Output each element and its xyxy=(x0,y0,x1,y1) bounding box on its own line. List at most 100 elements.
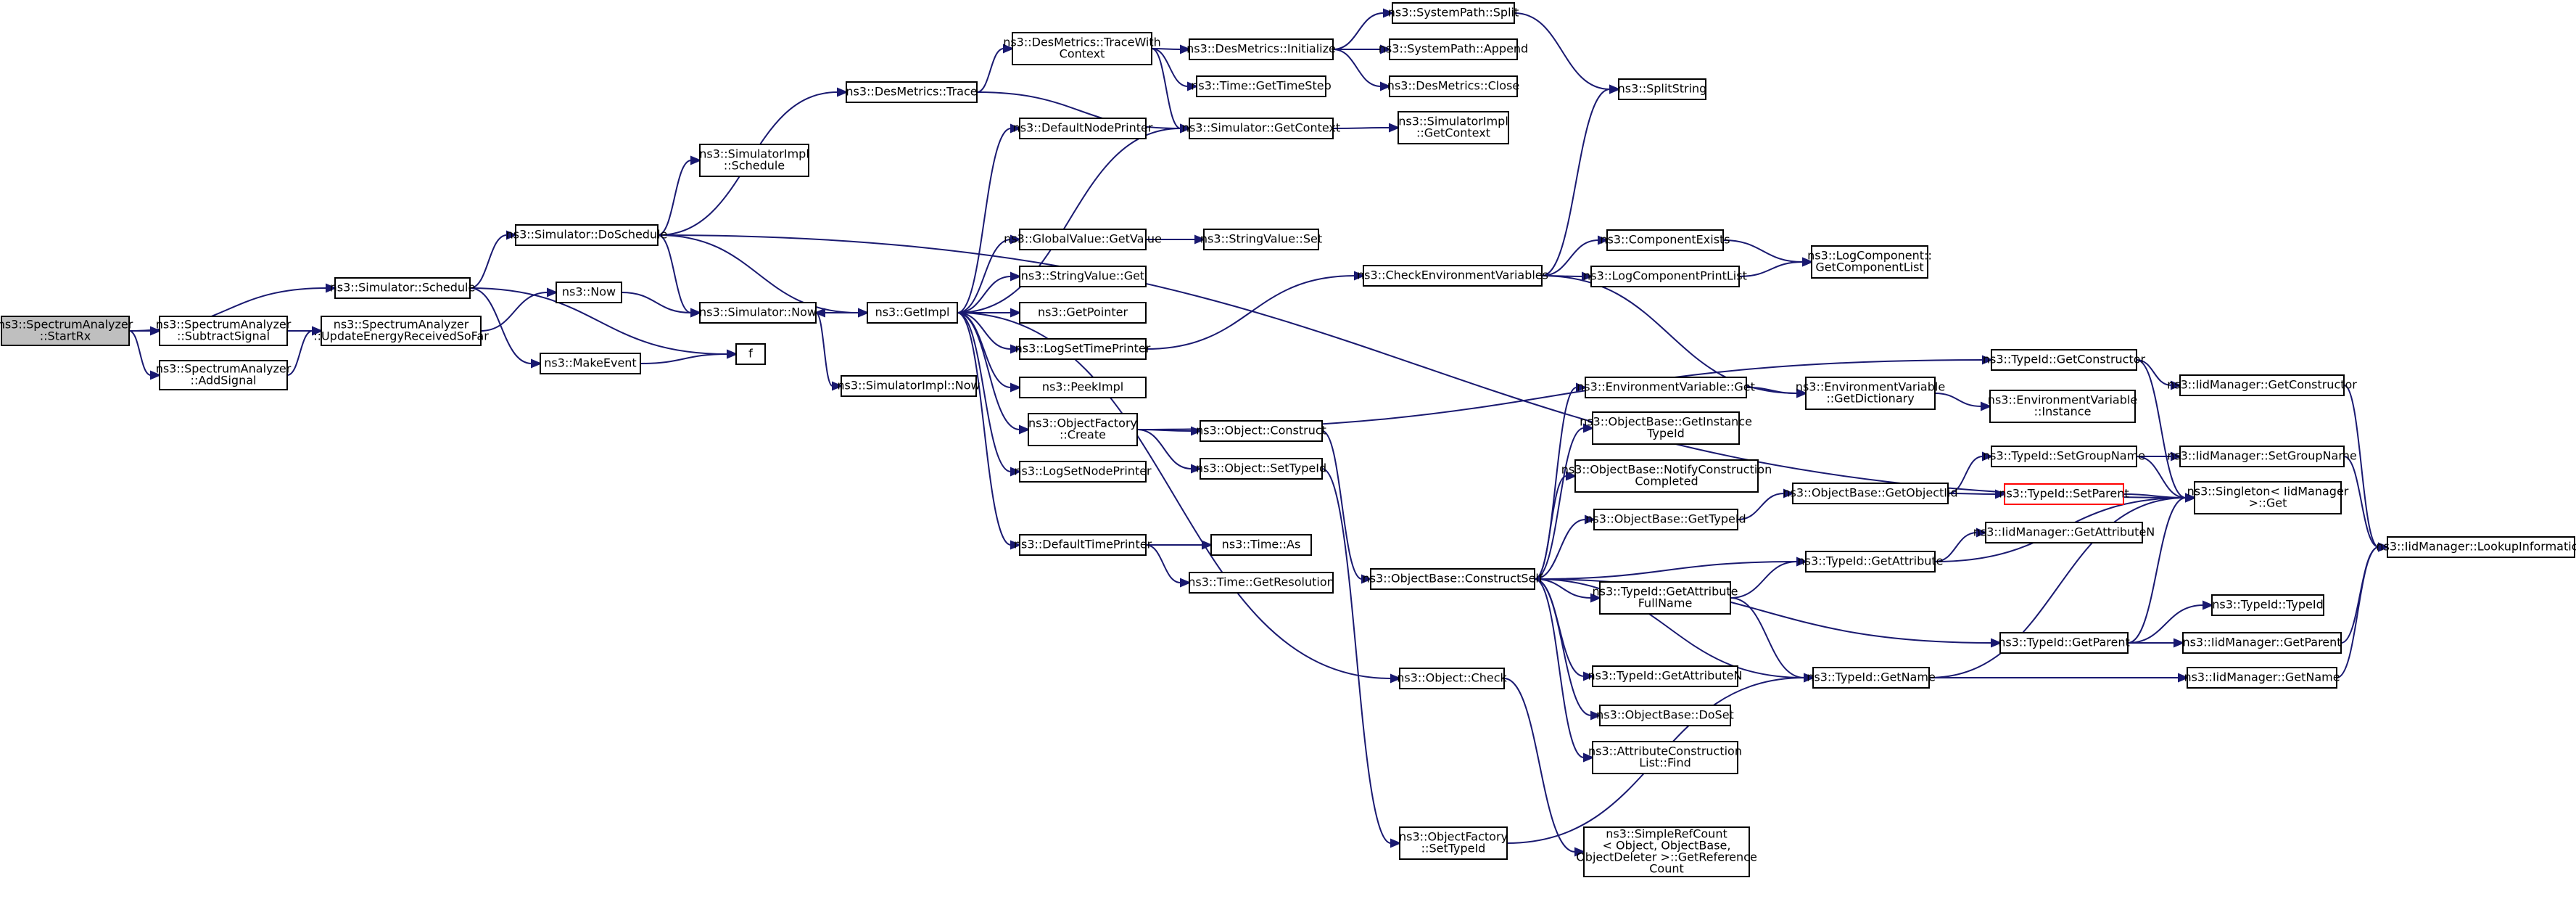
node-box xyxy=(159,360,288,390)
node-stringvalueset[interactable]: ns3::StringValue::Set xyxy=(1200,229,1322,250)
edge-doschedule-to-simnow xyxy=(657,234,702,318)
edge-envvarget-to-envvargetdictionary xyxy=(1746,387,1808,398)
node-destrace[interactable]: ns3::DesMetrics::Trace xyxy=(846,81,978,103)
node-getimpl[interactable]: ns3::GetImpl xyxy=(867,302,958,324)
node-desinitialize[interactable]: ns3::DesMetrics::Initialize xyxy=(1186,38,1336,60)
node-box xyxy=(1019,229,1147,250)
node-iidsetgroupname[interactable]: ns3::IidManager::SetGroupName xyxy=(2167,446,2357,467)
node-makeevent[interactable]: ns3::MakeEvent xyxy=(540,353,641,374)
node-typeidgetconstructor[interactable]: ns3::TypeId::GetConstructor xyxy=(1983,349,2146,371)
node-notifyconstruction[interactable]: ns3::ObjectBase::NotifyConstructionCompl… xyxy=(1561,459,1772,493)
node-splitstring[interactable]: ns3::SplitString xyxy=(1618,78,1707,100)
node-objectconstruct[interactable]: ns3::Object::Construct xyxy=(1196,420,1326,442)
edge-tracewithcontext-to-simgetcontext xyxy=(1151,48,1192,134)
edge-tracewithcontext-to-timegettimestep xyxy=(1151,48,1199,91)
node-box xyxy=(321,316,482,346)
node-box xyxy=(1592,411,1740,445)
node-peekimpl[interactable]: ns3::PeekImpl xyxy=(1019,377,1147,398)
node-syspathsplit[interactable]: ns3::SystemPath::Split xyxy=(1388,2,1519,24)
node-constructself[interactable]: ns3::ObjectBase::ConstructSelf xyxy=(1363,568,1543,590)
node-objectbasegettypeid[interactable]: ns3::ObjectBase::GetTypeId xyxy=(1585,509,1746,530)
node-componentexists[interactable]: ns3::ComponentExists xyxy=(1600,229,1730,251)
node-logsetnodeprinter[interactable]: ns3::LogSetNodePrinter xyxy=(1014,461,1152,483)
node-typeidsetparent[interactable]: ns3::TypeId::SetParent xyxy=(1999,483,2129,505)
node-objfactorysettypeid[interactable]: ns3::ObjectFactory::SetTypeId xyxy=(1399,826,1508,860)
node-typeidgetattribute[interactable]: ns3::TypeId::GetAttribute xyxy=(1797,551,1944,573)
node-objectsettypeid[interactable]: ns3::Object::SetTypeId xyxy=(1196,458,1326,480)
node-f[interactable]: f xyxy=(735,343,766,365)
node-typeidgetname[interactable]: ns3::TypeId::GetName xyxy=(1807,667,1936,689)
edge-line xyxy=(621,292,692,313)
node-objectcheck[interactable]: ns3::Object::Check xyxy=(1397,668,1508,689)
node-schedule[interactable]: ns3::Simulator::Schedule xyxy=(330,277,476,299)
node-iidgetattributen[interactable]: ns3::IidManager::GetAttributeN xyxy=(1973,522,2155,543)
node-updateenergy[interactable]: ns3::SpectrumAnalyzer::UpdateEnergyRecei… xyxy=(313,316,489,346)
node-simnow[interactable]: ns3::Simulator::Now xyxy=(699,302,817,324)
node-simplerefcount[interactable]: ns3::SimpleRefCount< Object, ObjectBase,… xyxy=(1576,826,1757,877)
edge-line xyxy=(1947,493,1997,495)
node-label-line: ns3::SimulatorImpl xyxy=(1398,115,1508,128)
node-defaultnodeprinter[interactable]: ns3::DefaultNodePrinter xyxy=(1013,118,1153,139)
node-iidgetname[interactable]: ns3::IidManager::GetName xyxy=(2184,667,2340,689)
edge-arrowhead xyxy=(1976,528,1988,538)
node-simimplschedule[interactable]: ns3::SimulatorImpl::Schedule xyxy=(699,144,809,177)
node-label-line: ::Instance xyxy=(2034,405,2092,419)
node-startrx[interactable]: ns3::SpectrumAnalyzer::StartRx xyxy=(0,316,133,346)
node-getobjectiid[interactable]: ns3::ObjectBase::GetObjectIid xyxy=(1783,483,1958,504)
node-box xyxy=(1019,461,1147,483)
edge-arrowhead xyxy=(1574,847,1586,857)
edge-arrowhead xyxy=(547,287,558,298)
node-getattributen1[interactable]: ns3::TypeId::GetAttributeN xyxy=(1588,665,1743,687)
node-stringvalueget[interactable]: ns3::StringValue::Get xyxy=(1019,266,1147,287)
node-timegetresolution[interactable]: ns3::Time::GetResolution xyxy=(1188,572,1334,594)
node-simimplnow[interactable]: ns3::SimulatorImpl::Now xyxy=(837,375,981,397)
edge-schedule-to-doschedule xyxy=(469,230,518,289)
edge-arrowhead xyxy=(1019,424,1031,435)
node-typeidsetgroupname[interactable]: ns3::TypeId::SetGroupName xyxy=(1983,446,2145,467)
edge-arrowhead xyxy=(1380,44,1392,54)
node-iidgetconstructor[interactable]: ns3::IidManager::GetConstructor xyxy=(2167,374,2357,396)
node-box xyxy=(2004,483,2124,505)
node-label-line: ns3::DesMetrics::Close xyxy=(1387,79,1519,93)
node-defaulttimeprinter[interactable]: ns3::DefaultTimePrinter xyxy=(1014,534,1152,556)
node-box xyxy=(1805,377,1936,410)
edge-line xyxy=(1934,532,1978,562)
node-timeas[interactable]: ns3::Time::As xyxy=(1210,534,1312,556)
node-timegettimestep[interactable]: ns3::Time::GetTimeStep xyxy=(1191,75,1332,97)
node-simimplgetcontext[interactable]: ns3::SimulatorImpl::GetContext xyxy=(1398,111,1509,144)
node-dosett[interactable]: ns3::ObjectBase::DoSet xyxy=(1596,705,1734,726)
node-label-line: ns3::GetPointer xyxy=(1038,305,1128,319)
edge-line xyxy=(957,312,1020,430)
node-logcomponentprintlist[interactable]: ns3::LogComponentPrintList xyxy=(1583,266,1747,287)
node-singletonget[interactable]: ns3::Singleton< IidManager >::Get xyxy=(2187,481,2349,514)
node-addsignal[interactable]: ns3::SpectrumAnalyzer::AddSignal xyxy=(156,360,292,390)
node-envvarget[interactable]: ns3::EnvironmentVariable::Get xyxy=(1577,377,1755,398)
edge-arrowhead xyxy=(1180,123,1192,134)
node-iidgetparent[interactable]: ns3::IidManager::GetParent xyxy=(2182,632,2342,654)
node-doschedule[interactable]: ns3::Simulator::DoSchedule xyxy=(506,224,668,246)
node-globalvalueget[interactable]: ns3::GlobalValue::GetValue xyxy=(1004,229,1162,250)
node-syspathappend[interactable]: ns3::SystemPath::Append xyxy=(1379,38,1528,60)
node-iidlookup[interactable]: ns3::IidManager::LookupInformation xyxy=(2376,536,2576,558)
node-getcomponentlist[interactable]: ns3::LogComponent::GetComponentList xyxy=(1807,245,1932,279)
node-envvargetdictionary[interactable]: ns3::EnvironmentVariable::GetDictionary xyxy=(1796,377,1945,410)
node-checkenv[interactable]: ns3::CheckEnvironmentVariables xyxy=(1357,265,1548,287)
node-ns3now[interactable]: ns3::Now xyxy=(556,282,622,303)
edge-line xyxy=(957,312,1012,350)
node-getpointer[interactable]: ns3::GetPointer xyxy=(1019,302,1147,324)
node-logsettimeprinter[interactable]: ns3::LogSetTimePrinter xyxy=(1015,338,1151,360)
node-typeidgetparent[interactable]: ns3::TypeId::GetParent xyxy=(1998,632,2130,654)
node-desclose[interactable]: ns3::DesMetrics::Close xyxy=(1387,75,1519,97)
edge-desinitialize-to-syspathappend xyxy=(1333,44,1392,54)
node-typeidtypeid[interactable]: ns3::TypeId::TypeId xyxy=(2211,594,2324,616)
node-label-line: ::StartRx xyxy=(40,329,91,343)
node-objfactorycreate[interactable]: ns3::ObjectFactory::Create xyxy=(1028,413,1138,446)
node-envvarinstance[interactable]: ns3::EnvironmentVariable::Instance xyxy=(1988,390,2137,423)
node-subtractsignal[interactable]: ns3::SpectrumAnalyzer::SubtractSignal xyxy=(156,316,292,346)
node-simgetcontext[interactable]: ns3::Simulator::GetContext xyxy=(1182,118,1340,139)
edge-getattributefullname-to-typeidgetname xyxy=(1730,597,1815,683)
